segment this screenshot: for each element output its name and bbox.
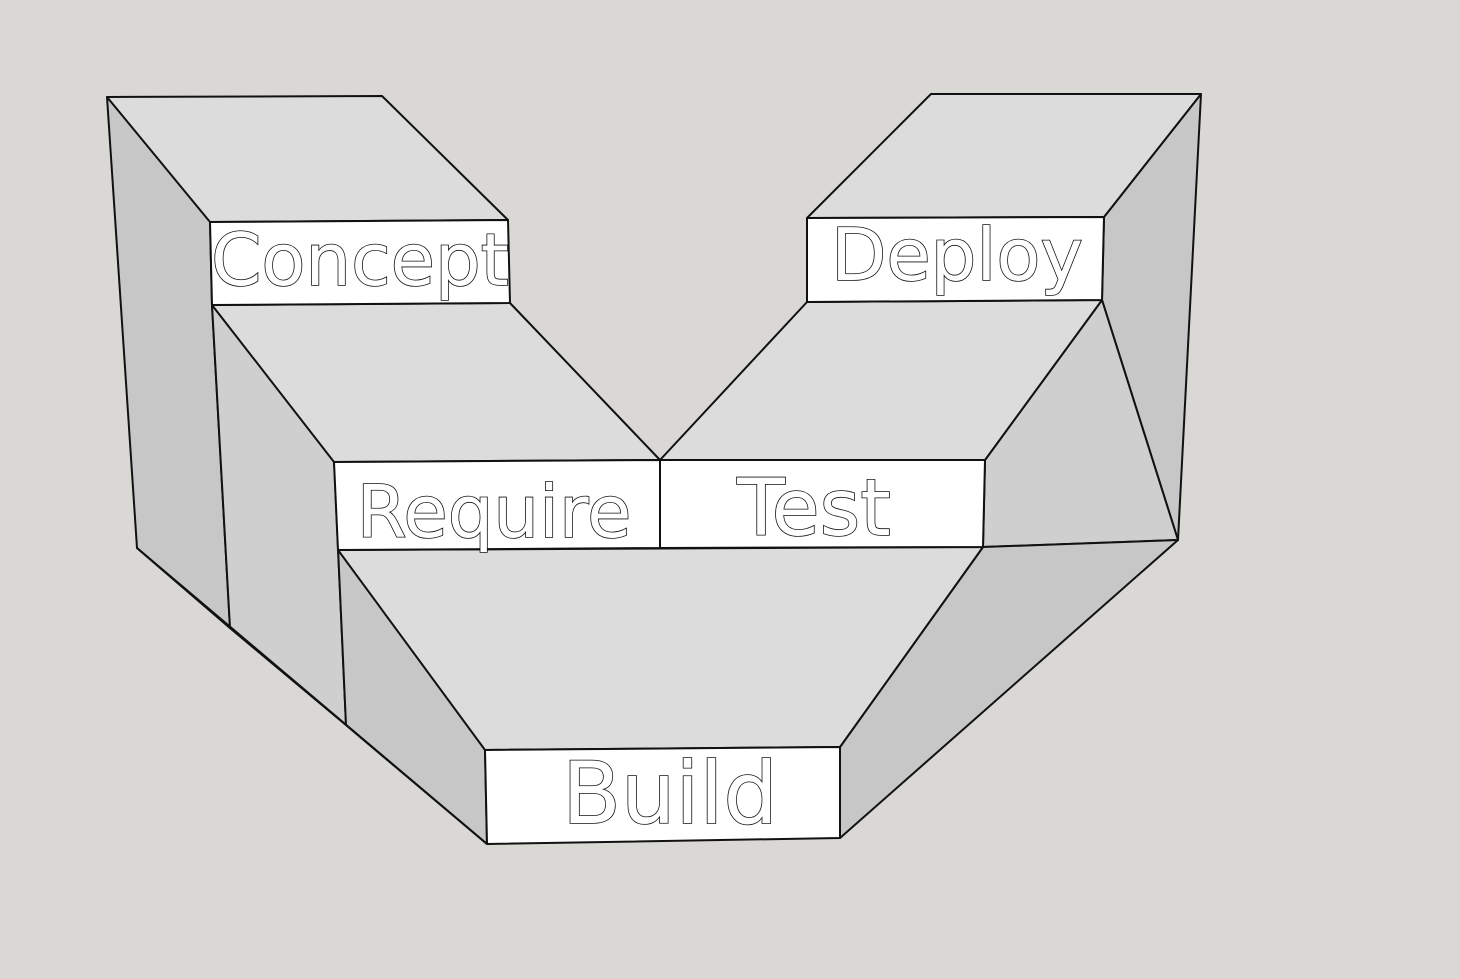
deploy-front-face: [806, 216, 1105, 303]
concept-label: Concept: [211, 218, 509, 302]
left-bottom-side-face: [136, 547, 488, 845]
build-front-face: [484, 746, 841, 845]
valley-edge-left: [509, 302, 661, 461]
require-label: Require: [357, 470, 632, 554]
build-label: Build: [562, 744, 778, 844]
test-label: Test: [736, 464, 891, 554]
valley-edge-right: [659, 301, 808, 461]
deploy-label: Deploy: [831, 213, 1083, 297]
